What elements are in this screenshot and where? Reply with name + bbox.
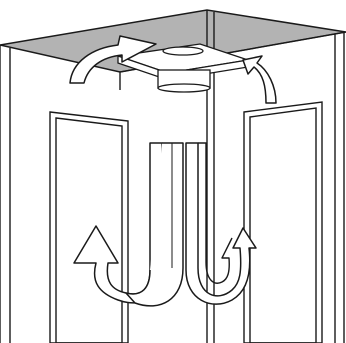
left-door-panel	[49, 111, 129, 343]
intake-airflow-arrow	[242, 55, 277, 104]
exhaust-airflow-arrow	[69, 35, 157, 84]
ceiling-fan-unit	[117, 43, 249, 93]
circulation-loop-arrow-right	[185, 142, 257, 305]
right-door-panel	[243, 101, 323, 343]
circulation-loop-arrow-left	[73, 142, 184, 307]
